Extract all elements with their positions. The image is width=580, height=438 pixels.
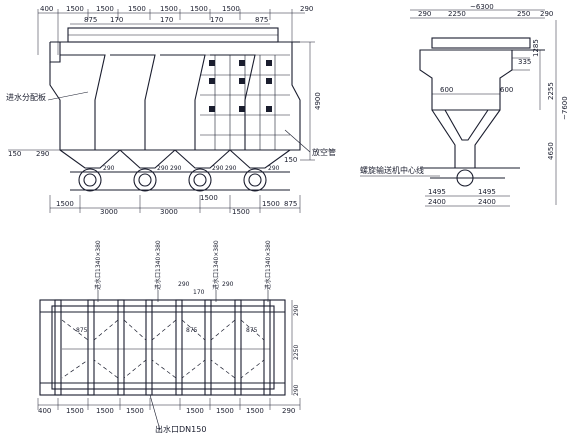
plan-outlet-label: 出水口DN150 xyxy=(155,424,206,434)
plan-right-dim-3: 290 xyxy=(293,384,300,396)
outlet-dim-6: 290 xyxy=(268,165,280,172)
front-bottom2-dim-1: 1500 xyxy=(200,194,218,202)
front-top-dim-1: 400 xyxy=(40,5,53,13)
plan-view: 进水口1340×380 进水口1340×380 进水口1340×380 进水口1… xyxy=(37,240,301,434)
side-mid-dim-1: 600 xyxy=(440,86,453,94)
side-width-total: ~6300 xyxy=(470,3,494,11)
plan-inlet-label-3: 进水口1340×380 xyxy=(212,240,220,290)
inlet-distributor-label: 进水分配板 xyxy=(6,92,46,102)
side-top-dim-2: 2250 xyxy=(448,10,466,18)
plan-bottom-dim-5: 1500 xyxy=(186,407,204,415)
front-bottom-dim-4: 1500 xyxy=(262,200,280,208)
front-top-dim-8: 290 xyxy=(300,5,313,13)
front-bottom-dim-3: 3000 xyxy=(160,208,178,216)
outlet-dim-3: 290 xyxy=(170,165,182,172)
front-height-dim: 4900 xyxy=(314,92,322,110)
plan-bottom-dim-6: 1500 xyxy=(216,407,234,415)
side-top-dim-3: 250 xyxy=(517,10,530,18)
side-top-dim-1: 290 xyxy=(418,10,431,18)
plan-inlet-label-2: 进水口1340×380 xyxy=(154,240,162,290)
front-sub-dim-5: 875 xyxy=(255,16,268,24)
front-right-dim: 150 xyxy=(284,156,297,164)
plan-inner-dim-1: 875 xyxy=(76,327,88,334)
side-right-dim-4: ~7600 xyxy=(561,96,569,120)
side-mid-dim-2: 600 xyxy=(500,86,513,94)
front-top-dim-6: 1500 xyxy=(190,5,208,13)
sluice-markers xyxy=(209,60,272,112)
outlet-dim-1: 290 xyxy=(103,165,115,172)
front-top-dim-3: 1500 xyxy=(96,5,114,13)
plan-inner-dim-2: 875 xyxy=(186,327,198,334)
front-view: 400 1500 1500 1500 1500 1500 1500 290 87… xyxy=(6,5,336,216)
front-bottom-dim-5: 875 xyxy=(284,200,297,208)
screw-conveyor-centerline-label: 螺旋输送机中心线 xyxy=(360,165,424,175)
plan-bottom-dim-8: 290 xyxy=(282,407,295,415)
plan-right-dim-2: 2250 xyxy=(293,345,300,360)
plan-inlet-label-4: 进水口1340×380 xyxy=(264,240,272,290)
front-top-dim-2: 1500 xyxy=(66,5,84,13)
sludge-outlets xyxy=(78,168,267,192)
side-top-dim-4: 290 xyxy=(540,10,553,18)
vent-pipe-label: 放空管 xyxy=(312,147,336,157)
side-right-dim-3: 335 xyxy=(518,58,531,66)
plan-bottom-dim-3: 1500 xyxy=(96,407,114,415)
front-sub-dim-1: 875 xyxy=(84,16,97,24)
plan-bottom-dim-7: 1500 xyxy=(246,407,264,415)
front-left-dim-1: 150 xyxy=(8,150,21,158)
front-sub-dim-4: 170 xyxy=(210,16,223,24)
side-right-dim-2: 2255 xyxy=(547,82,555,100)
side-bottom-dim-2: 1495 xyxy=(478,188,496,196)
side-bottom-dim-1: 1495 xyxy=(428,188,446,196)
plan-inlet-label-1: 进水口1340×380 xyxy=(94,240,102,290)
front-top-dim-4: 1500 xyxy=(128,5,146,13)
plan-bottom-dim-2: 1500 xyxy=(66,407,84,415)
plan-top-dim-3: 290 xyxy=(222,281,234,288)
side-bottom-dim-4: 2400 xyxy=(478,198,496,206)
plan-top-dim-2: 170 xyxy=(193,289,205,296)
front-bottom-dim-2: 3000 xyxy=(100,208,118,216)
side-bottom-dim-3: 2400 xyxy=(428,198,446,206)
front-top-dim-7: 1500 xyxy=(222,5,240,13)
front-left-dim-2: 290 xyxy=(36,150,49,158)
side-right-dim-1: 1285 xyxy=(532,39,540,57)
side-view: ~6300 290 2250 250 290 600 600 1285 2255… xyxy=(360,3,569,207)
plan-right-dim-1: 290 xyxy=(293,304,300,316)
front-bottom-dim-1: 1500 xyxy=(56,200,74,208)
plan-inner-dim-3: 875 xyxy=(246,327,258,334)
outlet-dim-4: 290 xyxy=(212,165,224,172)
front-bottom2-dim-2: 1500 xyxy=(232,208,250,216)
plan-bottom-dim-4: 1500 xyxy=(126,407,144,415)
front-top-dim-5: 1500 xyxy=(160,5,178,13)
side-right-dim-5: 4650 xyxy=(547,142,555,160)
front-sub-dim-3: 170 xyxy=(160,16,173,24)
plan-bottom-dim-1: 400 xyxy=(38,407,51,415)
outlet-dim-5: 290 xyxy=(225,165,237,172)
outlet-dim-2: 290 xyxy=(157,165,169,172)
front-sub-dim-2: 170 xyxy=(110,16,123,24)
plan-top-dim-1: 290 xyxy=(178,281,190,288)
